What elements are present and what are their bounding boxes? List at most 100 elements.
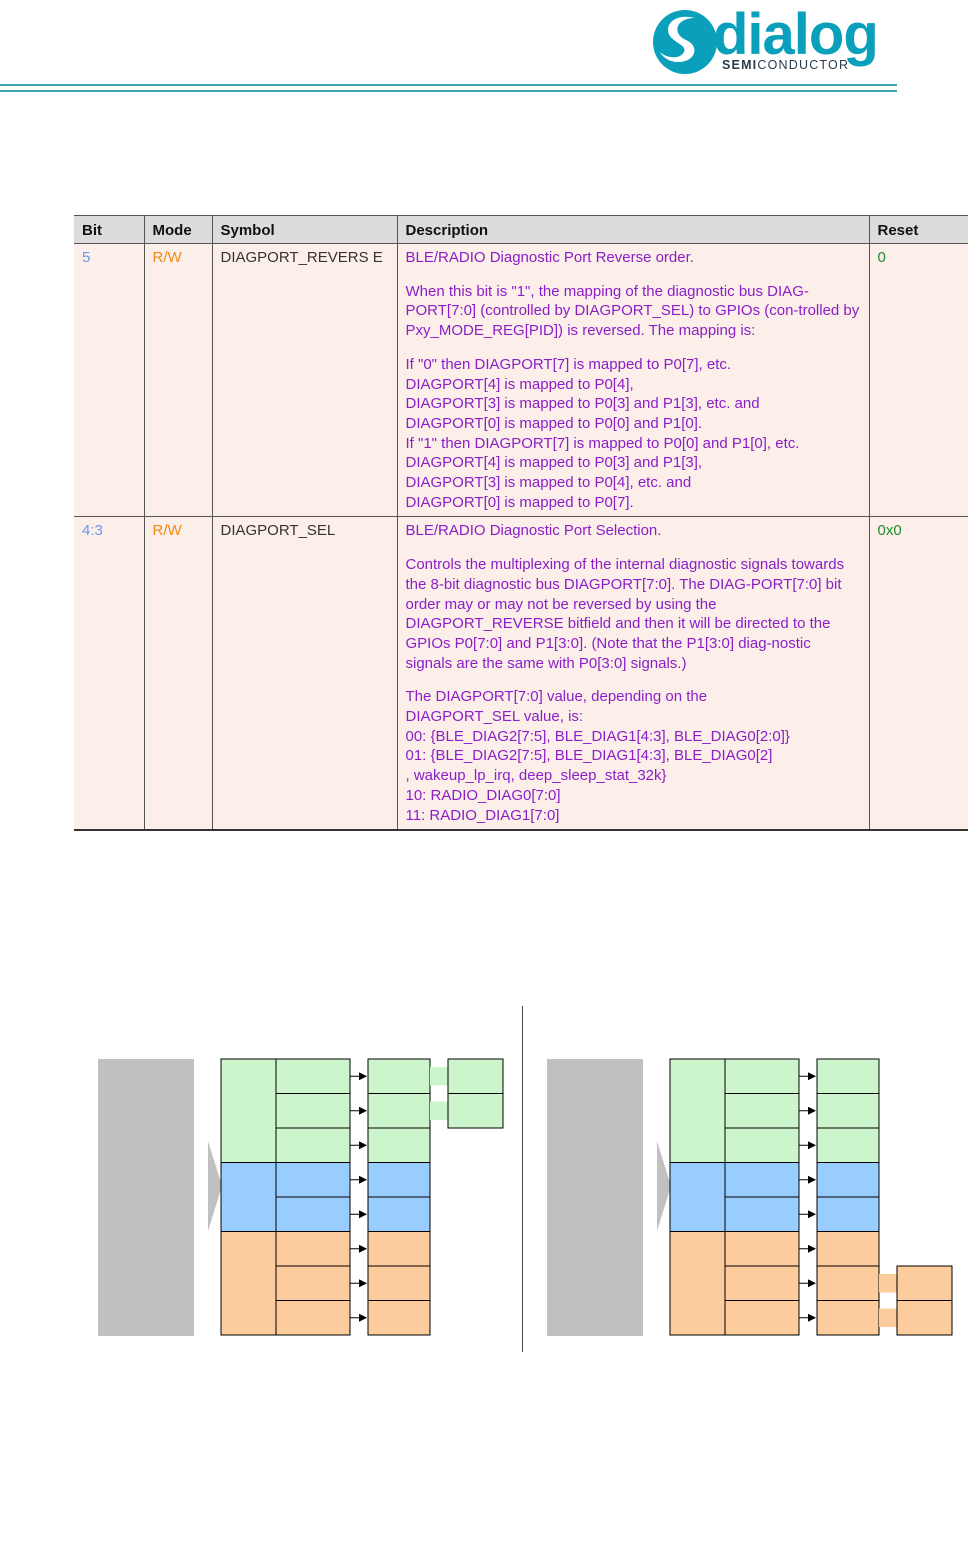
header-rule-1	[0, 84, 897, 86]
desc-line: DIAGPORT[4] is mapped to P0[3] and P1[3]…	[405, 454, 703, 472]
port-bit-cell	[816, 1058, 880, 1094]
group-block-blue	[669, 1162, 726, 1232]
ext-connector	[879, 1274, 897, 1293]
desc-title: BLE/RADIO Diagnostic Port Reverse order.	[405, 249, 694, 266]
desc-line: 10: RADIO_DIAG0[7:0]	[405, 786, 561, 804]
col-header-symbol: Symbol	[211, 215, 397, 244]
cell-mode: R/W	[143, 242, 212, 517]
desc-line: DIAGPORT[3] is mapped to P0[4], etc. and	[405, 474, 692, 492]
diag-bit-cell	[275, 1162, 351, 1198]
diag-bit-cell	[724, 1162, 800, 1198]
table-row: 4:3 R/W DIAGPORT_SEL BLE/RADIO Diagnosti…	[74, 516, 968, 832]
port-bit-cell	[816, 1231, 880, 1267]
cell-symbol: DIAGPORT_SEL	[211, 516, 397, 832]
group-block-blue	[220, 1162, 277, 1232]
port-bit-cell	[367, 1162, 431, 1198]
source-block	[98, 1059, 194, 1336]
diag-bit-cell	[275, 1231, 351, 1267]
diag-bit-cell	[275, 1265, 351, 1301]
logo-swirl-icon	[653, 10, 717, 74]
cell-description: BLE/RADIO Diagnostic Port Reverse order.…	[396, 242, 869, 517]
col-header-reset: Reset	[868, 215, 968, 244]
desc-line: 00: {BLE_DIAG2[7:5], BLE_DIAG1[4:3], BLE…	[405, 727, 790, 745]
col-header-description: Description	[396, 215, 869, 244]
desc-line: , wakeup_lp_irq, deep_sleep_stat_32k}	[405, 767, 667, 785]
cell-symbol: DIAGPORT_REVERS E	[211, 242, 397, 517]
diag-bit-cell	[724, 1231, 800, 1267]
p1-bit-cell	[896, 1265, 953, 1301]
desc-line: DIAGPORT[0] is mapped to P0[7].	[405, 493, 634, 511]
ext-connector	[430, 1067, 448, 1086]
p1-bit-cell	[447, 1058, 504, 1094]
diag-bit-cell	[275, 1058, 351, 1094]
diag-bit-cell	[724, 1093, 800, 1129]
diag-bit-cell	[724, 1265, 800, 1301]
desc-line: DIAGPORT[4] is mapped to P0[4],	[405, 375, 634, 393]
desc-line: The DIAGPORT[7:0] value, depending on th…	[405, 688, 708, 706]
port-bit-cell	[816, 1127, 880, 1163]
ext-connector	[430, 1101, 448, 1120]
desc-line: DIAGPORT_SEL value, is:	[405, 708, 584, 726]
diag-bit-cell	[724, 1196, 800, 1232]
port-bit-cell	[816, 1265, 880, 1301]
desc-paragraph: Controls the multiplexing of the interna…	[405, 556, 845, 672]
bus-arrow-icon	[657, 1141, 671, 1231]
port-bit-cell	[816, 1300, 880, 1336]
logo-sub-rest: CONDUCTOR	[757, 58, 850, 72]
desc-title: BLE/RADIO Diagnostic Port Selection.	[405, 522, 662, 540]
desc-paragraph: When this bit is "1", the mapping of the…	[405, 282, 860, 340]
p1-bit-cell	[896, 1300, 953, 1336]
port-bit-cell	[367, 1300, 431, 1336]
table-header-row: Bit Mode Symbol Description Reset	[74, 215, 968, 244]
cell-reset: 0	[868, 242, 968, 517]
ext-connector	[879, 1308, 897, 1327]
group-block-green	[220, 1058, 277, 1163]
desc-line: DIAGPORT[3] is mapped to P0[3] and P1[3]…	[405, 395, 760, 413]
cell-bit: 5	[74, 242, 144, 517]
diag-bit-cell	[275, 1093, 351, 1129]
desc-line: 01: {BLE_DIAG2[7:5], BLE_DIAG1[4:3], BLE…	[405, 747, 773, 765]
port-bit-cell	[367, 1058, 431, 1094]
cell-bit: 4:3	[74, 516, 144, 832]
cell-mode: R/W	[143, 516, 212, 832]
desc-line: If "1" then DIAGPORT[7] is mapped to P0[…	[405, 434, 800, 452]
desc-line: 11: RADIO_DIAG1[7:0]	[405, 806, 560, 824]
desc-line: DIAGPORT[0] is mapped to P0[0] and P1[0]…	[405, 414, 703, 432]
header-rule-2	[0, 90, 897, 92]
cell-reset: 0x0	[868, 516, 968, 832]
diag-bit-cell	[275, 1127, 351, 1163]
diag-bit-cell	[724, 1127, 800, 1163]
port-bit-cell	[367, 1093, 431, 1129]
group-block-orange	[220, 1231, 277, 1336]
group-block-green	[669, 1058, 726, 1163]
port-bit-cell	[367, 1127, 431, 1163]
diag-bit-cell	[724, 1300, 800, 1336]
col-header-bit: Bit	[74, 215, 144, 244]
desc-line: If "0" then DIAGPORT[7] is mapped to P0[…	[405, 355, 732, 373]
logo-wordmark: dialog	[713, 2, 879, 67]
port-bit-cell	[367, 1231, 431, 1267]
company-logo	[650, 0, 900, 80]
cell-description: BLE/RADIO Diagnostic Port Selection. Con…	[396, 516, 869, 832]
table-row: 5 R/W DIAGPORT_REVERS E BLE/RADIO Diagno…	[74, 242, 968, 517]
port-bit-cell	[367, 1265, 431, 1301]
diagport-mapping-figure	[98, 1058, 953, 1336]
bus-arrow-icon	[208, 1141, 222, 1231]
diag-bit-cell	[724, 1058, 800, 1094]
diag-bit-cell	[275, 1300, 351, 1336]
figure-divider	[522, 1006, 523, 1352]
port-bit-cell	[816, 1162, 880, 1198]
logo-sub-bold: SEMI	[722, 58, 758, 72]
source-block	[547, 1059, 643, 1336]
col-header-mode: Mode	[143, 215, 212, 244]
figure-panel-normal	[98, 1058, 504, 1336]
register-table: Bit Mode Symbol Description Reset 5 R/W …	[74, 215, 968, 832]
port-bit-cell	[367, 1196, 431, 1232]
port-bit-cell	[816, 1093, 880, 1129]
group-block-orange	[669, 1231, 726, 1336]
figure-panel-reversed	[547, 1058, 953, 1336]
p1-bit-cell	[447, 1093, 504, 1129]
diag-bit-cell	[275, 1196, 351, 1232]
port-bit-cell	[816, 1196, 880, 1232]
logo-subtitle: SEMICONDUCTOR	[722, 58, 849, 72]
